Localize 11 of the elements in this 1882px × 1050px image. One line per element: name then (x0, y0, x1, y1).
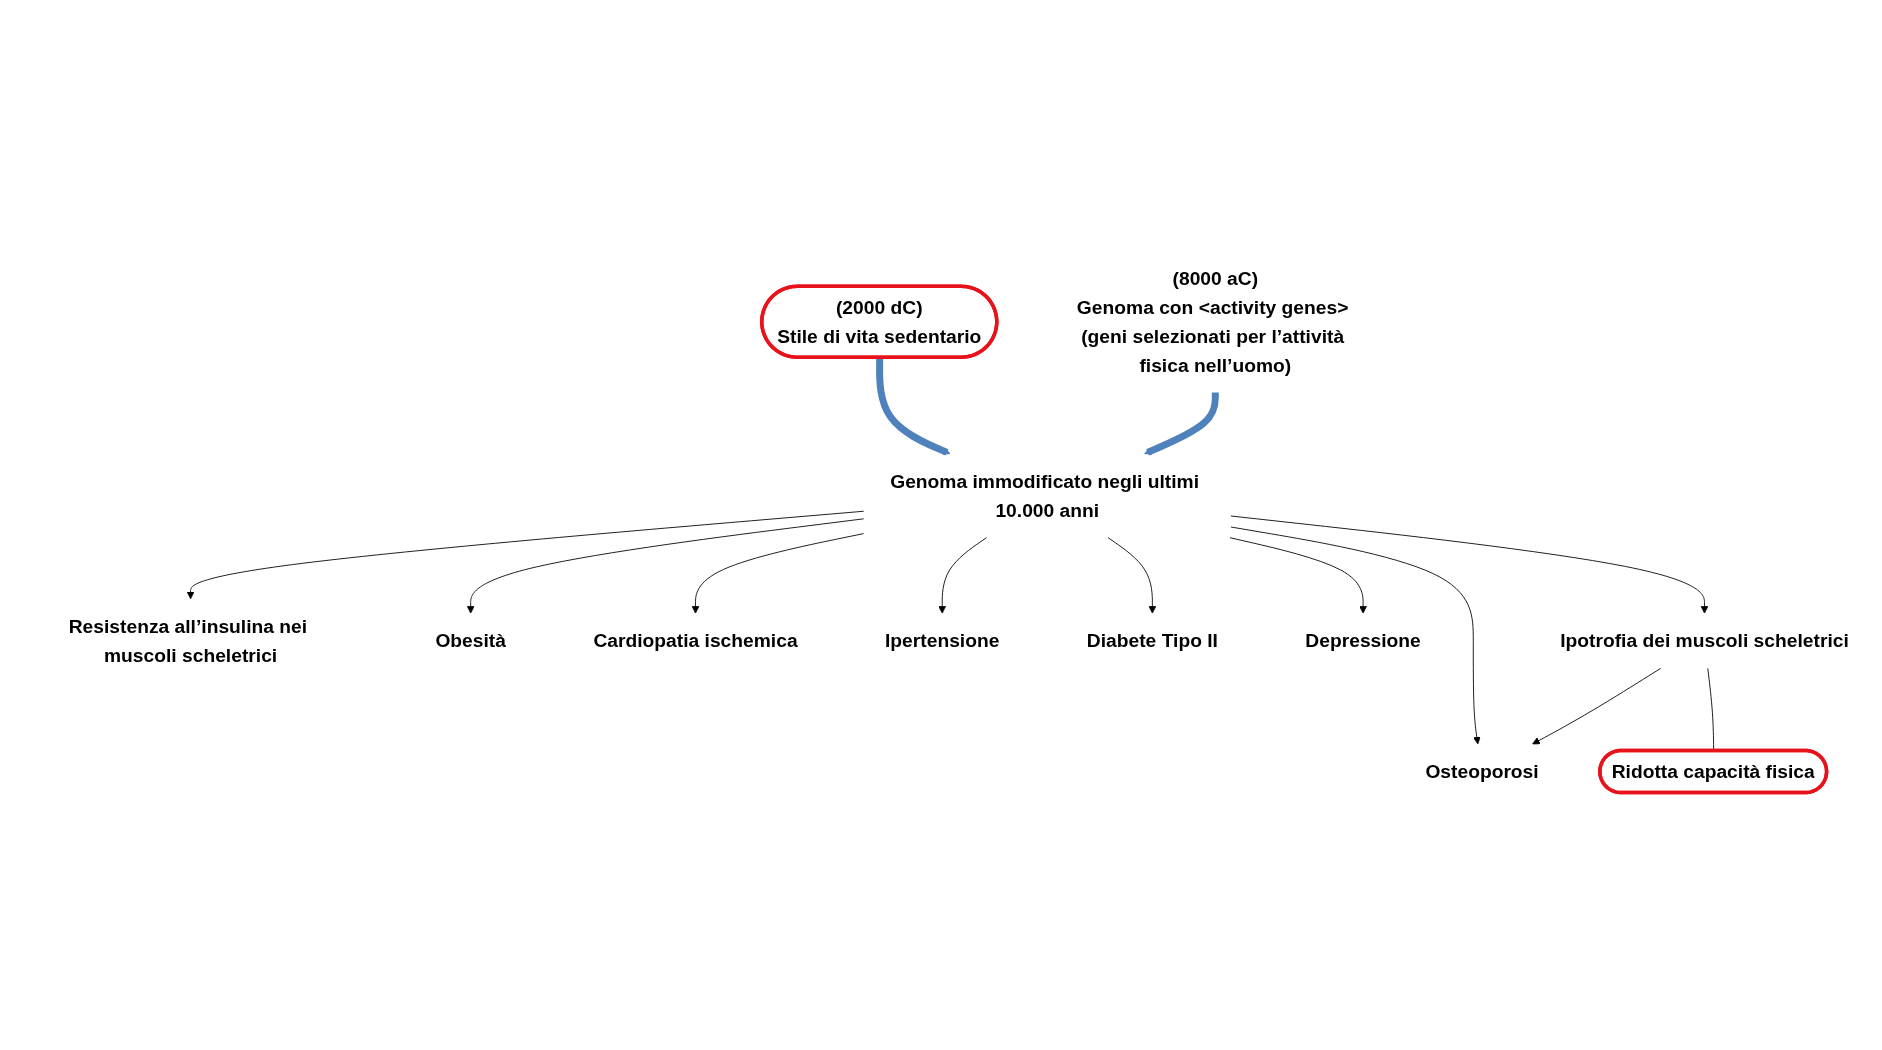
node-text: Diabete Tipo II (1086, 629, 1218, 652)
node-text: Ipertensione (885, 629, 1000, 652)
node-text: Depressione (1305, 629, 1421, 652)
node-text: (8000 aC) Genoma con <activity genes> (geni selezionati per l’attività fisica nell’uomo) (1076, 267, 1349, 376)
node-text: Cardiopatia ischemica (593, 629, 798, 652)
node-text: Ipotrofia dei muscoli scheletrici (1560, 629, 1849, 652)
node-text: Genoma immodificato negli ultimi 10.000 anni (890, 470, 1200, 522)
node-text: Obesità (435, 629, 506, 652)
node-text: Resistenza all’insulina nei muscoli scheletrici (68, 615, 308, 667)
arrow (876, 357, 951, 456)
node-text: Osteoporosi (1425, 760, 1539, 783)
